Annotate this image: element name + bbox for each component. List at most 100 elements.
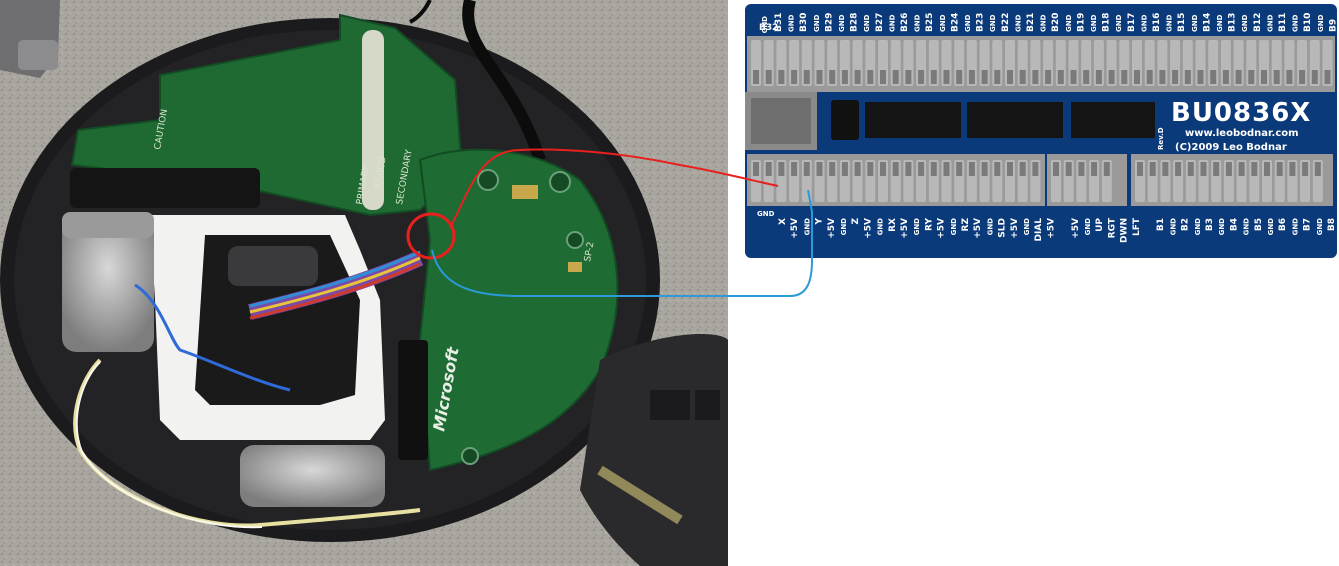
bottom-pin-label: B1 [1156, 218, 1166, 231]
terminal-slot [1057, 70, 1064, 84]
bottom-pin-label: UP [1095, 218, 1105, 232]
terminal-slot [1264, 162, 1270, 176]
terminal-slot [994, 162, 1001, 176]
top-pin-label: GND [1216, 14, 1224, 32]
terminal-slot [791, 162, 798, 176]
terminal-slot [968, 70, 975, 84]
top-pin-label: B14 [1202, 13, 1212, 32]
terminal-slot [816, 162, 823, 176]
terminal-slot [905, 70, 912, 84]
top-pin-label: GND [914, 14, 922, 32]
bottom-pin-label: +5V [1046, 218, 1056, 239]
chip-1 [865, 102, 961, 138]
bottom-pin-label: Y [815, 218, 825, 226]
top-pin-label: B19 [1076, 13, 1086, 32]
bottom-pin-label: +5V [937, 218, 947, 239]
top-pin-label: B27 [875, 13, 885, 32]
terminal-slot [994, 70, 1001, 84]
top-pin-label: B30 [799, 13, 809, 32]
top-pin-label: GND [1266, 14, 1274, 32]
motor-bottom [240, 445, 385, 507]
terminal-slot [765, 162, 772, 176]
terminal-slot [841, 162, 848, 176]
bottom-pin-label: RX [888, 218, 898, 232]
top-pin-label: B9 [1328, 19, 1337, 32]
terminal-slot [1095, 70, 1102, 84]
top-pin-label: B18 [1102, 13, 1112, 32]
terminal-slot [892, 162, 899, 176]
top-pin-label: GND [1090, 14, 1098, 32]
top-pin-label: B11 [1278, 13, 1288, 32]
terminal-slot [905, 162, 912, 176]
terminal-slot [930, 70, 937, 84]
terminal-slot [1213, 162, 1220, 176]
terminal-slot [765, 70, 772, 84]
bottom-pin-label: GND [840, 218, 848, 236]
terminal-slot [1162, 162, 1169, 176]
bottom-pin-label: +5V [900, 218, 910, 239]
terminal-slot [1134, 70, 1140, 84]
terminal-slot [1197, 70, 1204, 84]
terminal-slot [1261, 70, 1267, 84]
top-pin-label: B29 [824, 13, 834, 32]
bottom-pin-label: B3 [1205, 218, 1215, 231]
top-pin-label: B21 [1026, 13, 1036, 32]
top-pin-label: GND [1241, 14, 1249, 32]
top-pin-label: GND [1191, 14, 1199, 32]
terminal-slot [1007, 70, 1013, 84]
bottom-pin-label: B6 [1278, 218, 1288, 231]
terminal-slot [1251, 162, 1258, 176]
terminal-slot [1091, 162, 1098, 176]
top-corner-gnd-label: GND [761, 16, 769, 34]
terminal-slot [943, 70, 950, 84]
top-pin-label: B10 [1303, 13, 1313, 32]
top-pin-label: GND [1040, 14, 1048, 32]
terminal-slot [1121, 70, 1128, 84]
top-pin-label: GND [1065, 14, 1073, 32]
top-pin-label: GND [863, 14, 871, 32]
base-plate [580, 334, 728, 566]
terminal-slot [1314, 162, 1321, 176]
top-pin-label: GND [1140, 14, 1148, 32]
bottom-pin-label: LFT [1132, 217, 1142, 236]
terminal-slot [1286, 70, 1293, 84]
bottom-pin-label: GND [1267, 218, 1275, 236]
terminal-slot [956, 162, 963, 176]
top-pin-label: GND [1115, 14, 1123, 32]
terminal-slot [753, 162, 759, 176]
bottom-pin-label: +5V [863, 218, 873, 239]
terminal-slot [1172, 70, 1179, 84]
terminal-slot [778, 162, 785, 176]
terminal-slot [1007, 162, 1013, 176]
terminal-slot [1200, 162, 1207, 176]
terminal-slot [1311, 70, 1318, 84]
terminal-slot [1324, 70, 1331, 84]
terminal-slot [1289, 162, 1296, 176]
terminal-slot [1032, 162, 1039, 176]
bottom-pin-label: GND [803, 218, 811, 236]
terminal-slot [880, 70, 886, 84]
terminal-slot [854, 70, 861, 84]
terminal-slot [1235, 70, 1242, 84]
bottom-pin-label: Z [851, 218, 861, 225]
motor-top [62, 212, 154, 352]
terminal-slot [1210, 70, 1217, 84]
top-pin-label: B31 [774, 13, 784, 32]
terminal-slot [1146, 70, 1153, 84]
terminal-slot [1238, 162, 1245, 176]
terminal-slot [1184, 70, 1191, 84]
terminal-slot [1078, 162, 1085, 176]
top-pin-label: GND [888, 14, 896, 32]
terminal-slot [1032, 70, 1039, 84]
top-pin-label: GND [1166, 14, 1174, 32]
bottom-pin-label: GND [1194, 218, 1202, 236]
terminal-slot [1175, 162, 1182, 176]
terminal-slot [1159, 70, 1166, 84]
bottom-pin-label: GND [1243, 218, 1251, 236]
bottom-pin-label: +5V [973, 218, 983, 239]
board-rev: Rev.D [1157, 127, 1165, 150]
bottom-pin-label: +5V [1010, 218, 1020, 239]
top-pin-label: B15 [1177, 13, 1187, 32]
terminal-slot [1019, 70, 1026, 84]
